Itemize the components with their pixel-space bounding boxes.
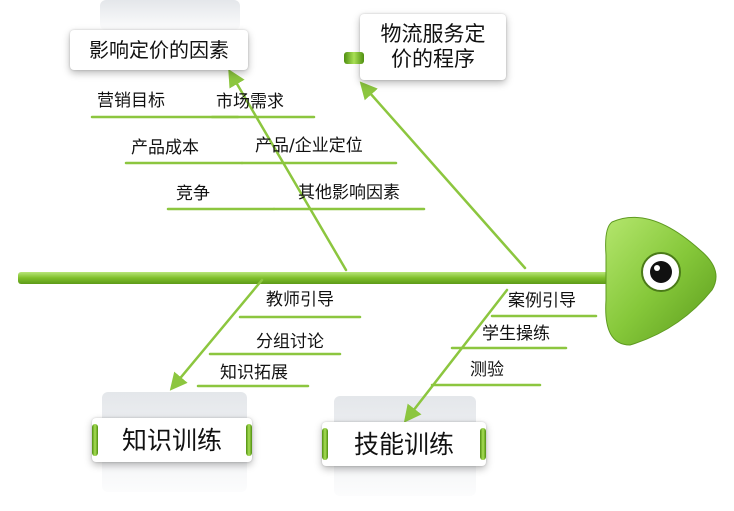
factor-product-positioning: 产品/企业定位 (255, 136, 363, 156)
category-pricing-procedure-grip (344, 52, 364, 64)
fish-eye-pupil (650, 261, 672, 283)
background-panel-top (100, 0, 240, 30)
category-knowledge-training-grip-right (246, 424, 252, 456)
factor-other-factors: 其他影响因素 (298, 183, 400, 203)
category-pricing-factors: 影响定价的因素 (70, 30, 248, 70)
fish-eye-highlight (654, 265, 660, 271)
factor-teacher-guidance: 教师引导 (266, 290, 334, 310)
spine (18, 272, 614, 284)
category-skill-training-label: 技能训练 (353, 429, 454, 459)
factor-group-discussion: 分组讨论 (256, 332, 324, 352)
category-pricing-procedure-label: 物流服务定价的程序 (380, 22, 486, 71)
category-skill-training-grip-right (480, 428, 486, 460)
category-knowledge-training: 知识训练 (92, 418, 252, 462)
category-pricing-factors-label: 影响定价的因素 (89, 37, 229, 62)
factor-product-cost: 产品成本 (131, 138, 199, 158)
factor-marketing-goal: 营销目标 (97, 91, 165, 111)
branch-skill-training (403, 288, 509, 423)
branch-pricing-factors (228, 68, 348, 272)
category-knowledge-training-grip-left (92, 424, 98, 456)
factor-knowledge-expansion: 知识拓展 (220, 363, 288, 383)
factor-market-demand: 市场需求 (216, 92, 284, 112)
factor-case-guidance: 案例引导 (508, 291, 576, 311)
factor-student-practice: 学生操练 (482, 324, 550, 344)
factor-competition: 竞争 (176, 184, 210, 204)
category-knowledge-training-label: 知识训练 (121, 425, 222, 455)
category-pricing-procedure: 物流服务定价的程序 (344, 14, 506, 80)
category-skill-training: 技能训练 (322, 422, 486, 466)
factor-test: 测验 (470, 360, 504, 380)
branch-pricing-procedure (359, 81, 527, 270)
branch-knowledge-training (169, 278, 264, 391)
category-skill-training-grip-left (322, 428, 328, 460)
